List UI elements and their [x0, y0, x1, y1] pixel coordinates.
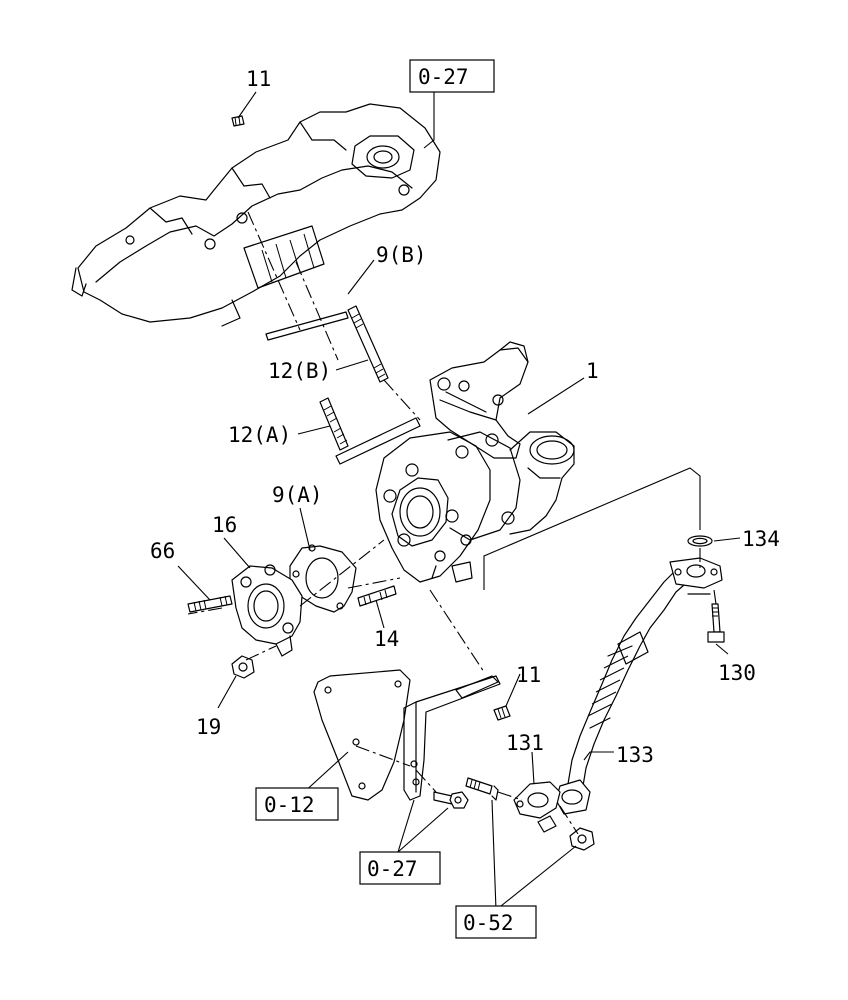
pipe-fitting	[537, 815, 557, 833]
stud-12b	[347, 305, 389, 383]
clip-11-mid	[493, 705, 511, 721]
label-130: 130	[718, 661, 756, 685]
label-16: 16	[212, 513, 237, 537]
label-133: 133	[616, 743, 654, 767]
flange-16	[231, 564, 303, 657]
part-labels: 11 9(B) 12(B) 12(A) 1 9(A) 16 66 14 19 1…	[150, 67, 780, 767]
clip-11-top	[231, 115, 245, 127]
label-14: 14	[374, 627, 399, 651]
label-11-mid: 11	[516, 663, 541, 687]
ref-box-0-27-top: 0-27	[409, 59, 495, 93]
gasket-9b	[265, 311, 349, 341]
centerlines	[187, 211, 717, 835]
ref-0-12: 0-12	[264, 793, 315, 817]
label-12b: 12(B)	[268, 359, 331, 383]
ref-box-0-12: 0-12	[255, 787, 339, 821]
label-19: 19	[196, 715, 221, 739]
label-9a: 9(A)	[272, 483, 323, 507]
label-131: 131	[506, 731, 544, 755]
ref-0-27-top: 0-27	[418, 65, 469, 89]
ref-box-0-27-bottom: 0-27	[359, 851, 441, 885]
gasket-131	[513, 781, 561, 819]
stud-66	[187, 595, 233, 613]
o-ring-134	[687, 535, 713, 547]
label-11-top: 11	[246, 67, 271, 91]
nut-19	[231, 655, 255, 679]
oil-pipe-133	[555, 557, 723, 815]
stud-14	[357, 585, 397, 607]
stud-12a	[319, 397, 349, 451]
leaders	[177, 91, 741, 911]
bolt-bracket	[433, 791, 469, 809]
label-1: 1	[586, 359, 599, 383]
exhaust-manifold	[71, 103, 441, 327]
label-12a: 12(A)	[228, 423, 291, 447]
ref-0-27-bottom: 0-27	[367, 857, 418, 881]
ref-box-0-52: 0-52	[455, 905, 537, 939]
turbocharger	[335, 341, 575, 583]
ref-0-52: 0-52	[463, 911, 514, 935]
bolt-130	[707, 603, 725, 643]
label-66: 66	[150, 539, 175, 563]
gasket-9a	[289, 544, 357, 613]
label-9b: 9(B)	[376, 243, 427, 267]
label-134: 134	[742, 527, 780, 551]
nut-pipe	[569, 827, 595, 851]
reference-boxes: 0-27 0-12 0-27 0-52	[255, 59, 537, 939]
bracket-plate	[313, 669, 411, 801]
bolt-0-52	[465, 777, 499, 801]
support-bracket	[403, 675, 501, 801]
